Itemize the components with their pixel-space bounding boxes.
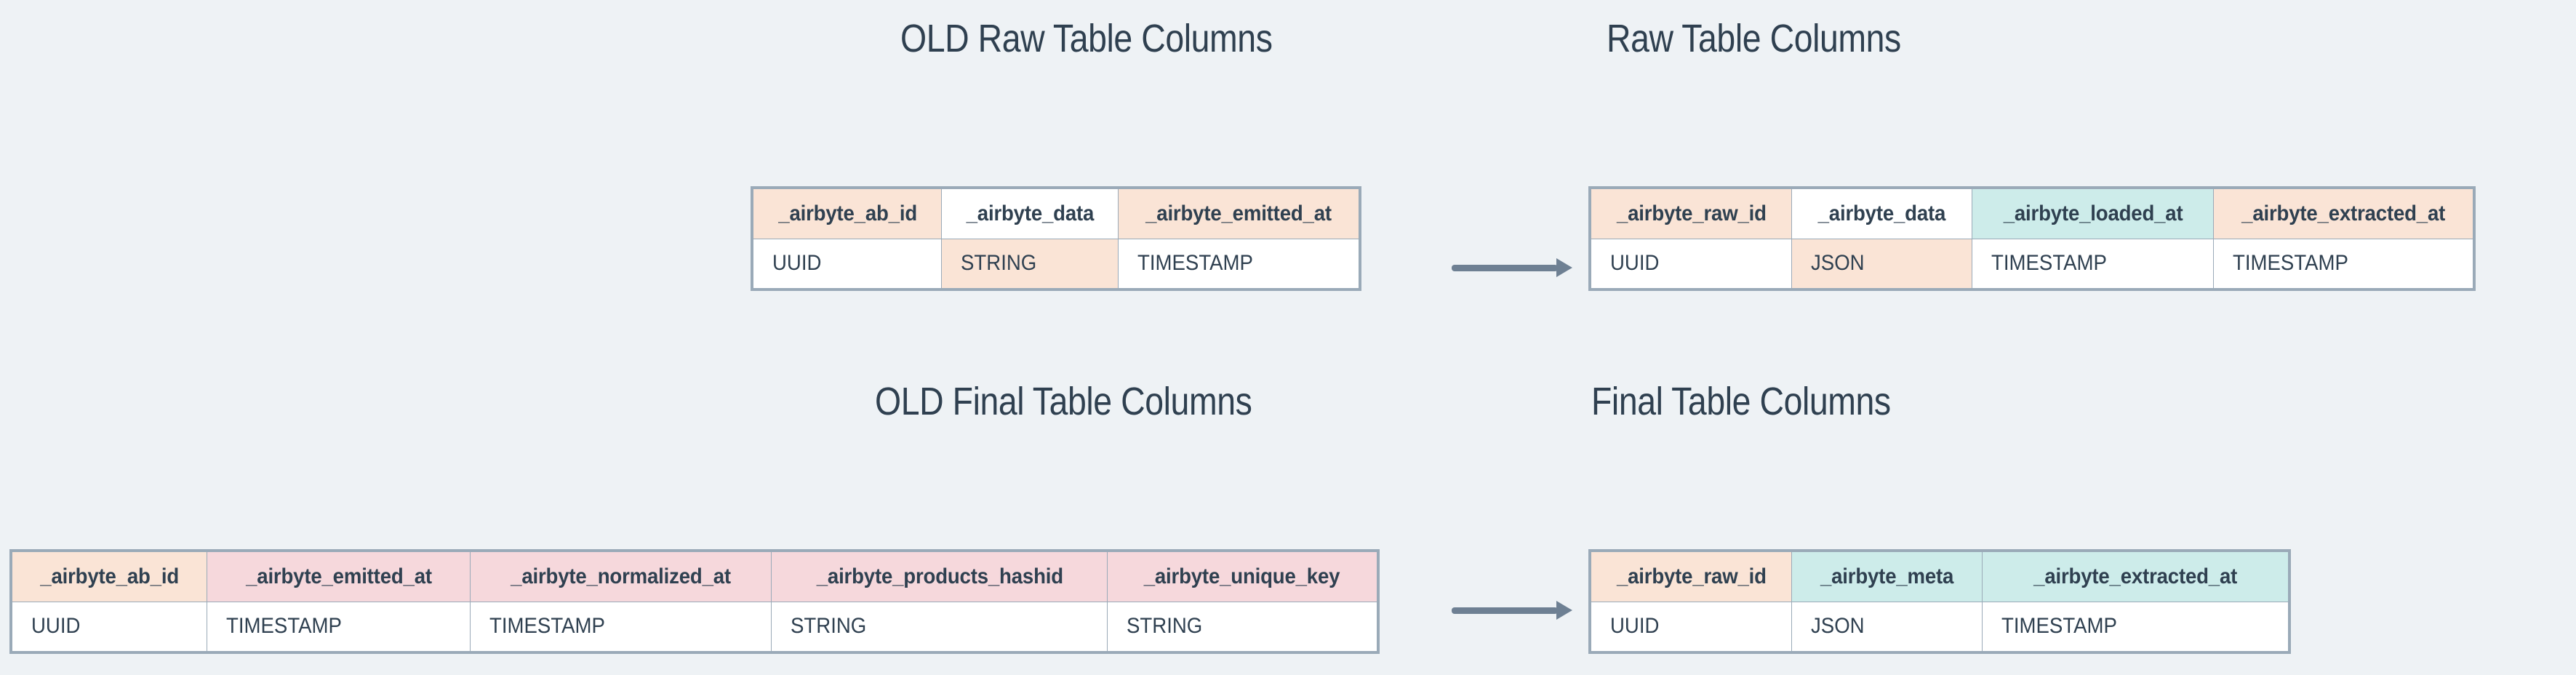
column-header-cell: _airbyte_data — [1791, 189, 1972, 239]
arrow-shaft — [1452, 265, 1558, 271]
column-header-label: _airbyte_extracted_at — [2033, 564, 2237, 588]
column-header-label: _airbyte_raw_id — [1616, 201, 1767, 225]
column-header-cell: _airbyte_extracted_at — [2213, 189, 2473, 239]
column-header-label: _airbyte_products_hashid — [816, 564, 1063, 588]
column-header-cell: _airbyte_emitted_at — [1119, 189, 1359, 239]
column-type-label: UUID — [1610, 251, 1660, 275]
column-header-label: _airbyte_loaded_at — [2003, 201, 2183, 225]
column-type-label: TIMESTAMP — [1991, 251, 2107, 275]
column-type-cell: STRING — [942, 239, 1119, 288]
column-type-cell: STRING — [1108, 602, 1377, 651]
column-type-cell: TIMESTAMP — [1119, 239, 1359, 288]
column-header-cell: _airbyte_products_hashid — [772, 552, 1108, 602]
column-header-cell: _airbyte_ab_id — [753, 189, 943, 239]
column-header-label: _airbyte_unique_key — [1144, 564, 1340, 588]
column-header-label: _airbyte_extracted_at — [2241, 201, 2445, 225]
column-type-label: UUID — [772, 251, 822, 275]
column-type-cell: TIMESTAMP — [2213, 239, 2473, 288]
column-type-cell: UUID — [1591, 602, 1792, 651]
column-type-label: TIMESTAMP — [226, 614, 342, 638]
column-type-cell: TIMESTAMP — [207, 602, 471, 651]
table-value-row: UUID TIMESTAMP TIMESTAMP STRING STRING — [12, 602, 1377, 651]
table-value-row: UUID STRING TIMESTAMP — [753, 239, 1359, 288]
column-type-label: JSON — [1810, 614, 1865, 638]
final-migration-arrow-icon — [1452, 601, 1572, 620]
column-header-label: _airbyte_data — [966, 201, 1095, 225]
column-type-label: STRING — [961, 251, 1037, 275]
table-header-row: _airbyte_ab_id _airbyte_emitted_at _airbyt… — [12, 552, 1377, 602]
column-header-cell: _airbyte_raw_id — [1591, 552, 1792, 602]
column-type-label: UUID — [1610, 614, 1660, 638]
old-raw-columns-table: _airbyte_ab_id _airbyte_data _airbyte_emit… — [751, 186, 1362, 291]
table-header-row: _airbyte_ab_id _airbyte_data _airbyte_emit… — [753, 189, 1359, 239]
column-header-label: _airbyte_raw_id — [1616, 564, 1767, 588]
new-raw-columns-table: _airbyte_raw_id _airbyte_data _airbyte_loa… — [1588, 186, 2476, 291]
column-type-label: STRING — [791, 614, 867, 638]
column-type-cell: UUID — [753, 239, 943, 288]
table-value-row: UUID JSON TIMESTAMP — [1591, 602, 2288, 651]
arrow-shaft — [1452, 607, 1558, 614]
column-header-label: _airbyte_ab_id — [40, 564, 180, 588]
column-type-cell: UUID — [12, 602, 207, 651]
old-final-columns-table: _airbyte_ab_id _airbyte_emitted_at _airbyt… — [9, 549, 1380, 654]
column-header-label: _airbyte_ab_id — [778, 201, 918, 225]
column-type-cell: TIMESTAMP — [471, 602, 772, 651]
column-type-label: UUID — [31, 614, 81, 638]
column-header-label: _airbyte_emitted_at — [246, 564, 432, 588]
column-type-cell: JSON — [1791, 602, 1983, 651]
column-type-label: TIMESTAMP — [2232, 251, 2348, 275]
raw-migration-arrow-icon — [1452, 258, 1572, 277]
column-type-cell: TIMESTAMP — [1982, 602, 2288, 651]
column-type-cell: JSON — [1791, 239, 1972, 288]
arrow-head — [1556, 601, 1572, 620]
column-header-label: _airbyte_emitted_at — [1145, 201, 1332, 225]
arrow-head — [1556, 258, 1572, 277]
column-type-label: JSON — [1810, 251, 1865, 275]
column-header-cell: _airbyte_loaded_at — [1972, 189, 2214, 239]
column-type-label: TIMESTAMP — [2001, 614, 2117, 638]
column-type-label: STRING — [1127, 614, 1203, 638]
table-header-row: _airbyte_raw_id _airbyte_data _airbyte_loa… — [1591, 189, 2473, 239]
column-header-label: _airbyte_data — [1818, 201, 1946, 225]
column-header-cell: _airbyte_meta — [1791, 552, 1983, 602]
new-final-table-title: Final Table Columns — [1591, 380, 1891, 423]
old-raw-table-title: OLD Raw Table Columns — [900, 17, 1273, 60]
column-header-cell: _airbyte_extracted_at — [1982, 552, 2288, 602]
table-value-row: UUID JSON TIMESTAMP TIMESTAMP — [1591, 239, 2473, 288]
column-header-cell: _airbyte_data — [942, 189, 1119, 239]
old-final-table-title: OLD Final Table Columns — [875, 380, 1252, 423]
column-type-label: TIMESTAMP — [1137, 251, 1254, 275]
column-type-cell: STRING — [772, 602, 1108, 651]
new-raw-table-title: Raw Table Columns — [1607, 17, 1901, 60]
column-header-cell: _airbyte_emitted_at — [207, 552, 471, 602]
new-final-columns-table: _airbyte_raw_id _airbyte_meta _airbyte_ext… — [1588, 549, 2291, 654]
column-type-label: TIMESTAMP — [489, 614, 605, 638]
column-header-cell: _airbyte_normalized_at — [471, 552, 772, 602]
column-header-cell: _airbyte_unique_key — [1108, 552, 1377, 602]
table-header-row: _airbyte_raw_id _airbyte_meta _airbyte_ext… — [1591, 552, 2288, 602]
column-header-cell: _airbyte_ab_id — [12, 552, 207, 602]
column-type-cell: TIMESTAMP — [1972, 239, 2214, 288]
column-header-cell: _airbyte_raw_id — [1591, 189, 1792, 239]
column-type-cell: UUID — [1591, 239, 1792, 288]
column-header-label: _airbyte_meta — [1820, 564, 1954, 588]
column-header-label: _airbyte_normalized_at — [511, 564, 732, 588]
